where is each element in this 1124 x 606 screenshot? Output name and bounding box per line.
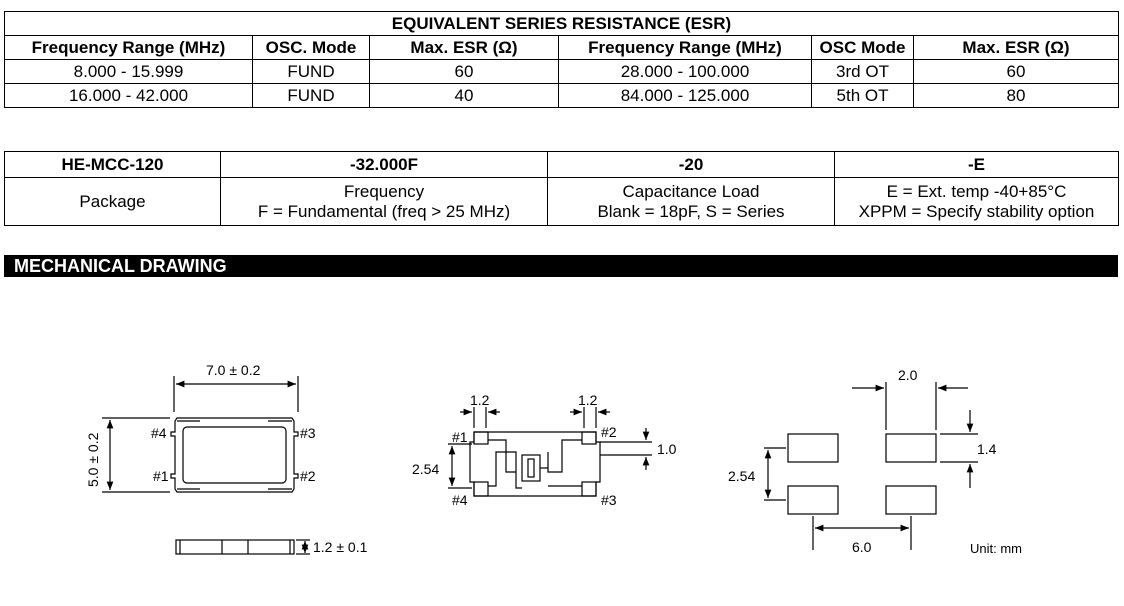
top-view (102, 376, 299, 493)
land-pitch: 2.54 (728, 468, 755, 484)
land-pad-width: 2.0 (898, 367, 918, 383)
pn-capacitance-desc: Capacitance Load Blank = 18pF, S = Serie… (547, 177, 835, 226)
top-pin-3: #3 (300, 425, 316, 441)
top-pin-1: #1 (153, 468, 169, 484)
top-pin-2: #2 (300, 468, 316, 484)
side-view (175, 539, 310, 555)
esr-cell: 28.000 - 100.000 (558, 59, 812, 84)
bottom-pin-4: #4 (452, 492, 468, 508)
esr-header-freq-range: Frequency Range (MHz) (4, 35, 253, 60)
bottom-pin-1: #1 (452, 429, 468, 445)
esr-cell: 3rd OT (811, 59, 914, 84)
land-pad-height: 1.4 (977, 441, 997, 457)
part-number-table: HE-MCC-120 -32.000F -20 -E Package Frequ… (4, 151, 1119, 226)
esr-header-max-esr-2: Max. ESR (Ω) (912, 35, 1120, 60)
esr-cell: 16.000 - 42.000 (4, 83, 253, 108)
unit-label: Unit: mm (970, 541, 1022, 556)
esr-cell: FUND (252, 59, 370, 84)
bottom-pad-gap: 1.0 (657, 441, 677, 457)
esr-cell: 84.000 - 125.000 (558, 83, 812, 108)
top-pin-4: #4 (151, 425, 167, 441)
esr-cell: 5th OT (811, 83, 914, 108)
bottom-pitch: 2.54 (412, 461, 439, 477)
bottom-pad-width-right: 1.2 (578, 392, 598, 408)
pn-frequency-desc: Frequency F = Fundamental (freq > 25 MHz… (220, 177, 548, 226)
pn-capacitance-line1: Capacitance Load (622, 181, 760, 201)
esr-table-title: EQUIVALENT SERIES RESISTANCE (ESR) (3, 11, 1120, 36)
side-height-dim: 1.2 ± 0.1 (313, 539, 368, 555)
bottom-pin-2: #2 (601, 424, 617, 440)
esr-cell: 60 (369, 59, 559, 84)
pn-option-line1: E = Ext. temp -40+85°C (886, 181, 1067, 201)
esr-header-max-esr: Max. ESR (Ω) (369, 35, 559, 60)
table-row: 8.000 - 15.999 FUND 60 28.000 - 100.000 … (4, 59, 1120, 84)
bottom-view (448, 407, 652, 497)
bottom-pin-3: #3 (601, 492, 617, 508)
pn-frequency-line2: F = Fundamental (freq > 25 MHz) (257, 201, 511, 221)
bottom-pad-width-left: 1.2 (470, 392, 490, 408)
pn-option-desc: E = Ext. temp -40+85°C XPPM = Specify st… (834, 177, 1119, 226)
pn-capacitance-line2: Blank = 18pF, S = Series (597, 201, 785, 221)
esr-table: EQUIVALENT SERIES RESISTANCE (ESR) Frequ… (3, 11, 1120, 108)
esr-cell: 60 (912, 59, 1120, 84)
land-span: 6.0 (852, 539, 872, 555)
pn-code-frequency: -32.000F (220, 151, 548, 178)
top-height-dim: 5.0 ± 0.2 (85, 432, 101, 487)
esr-cell: 40 (369, 83, 559, 108)
esr-cell: 80 (912, 83, 1120, 108)
pn-frequency-line1: Frequency (343, 181, 425, 201)
esr-cell: 8.000 - 15.999 (4, 59, 253, 84)
mechanical-drawing-header: MECHANICAL DRAWING (4, 255, 1118, 277)
table-row: 16.000 - 42.000 FUND 40 84.000 - 125.000… (4, 83, 1120, 108)
pn-option-line2: XPPM = Specify stability option (858, 201, 1095, 221)
pn-code-series: HE-MCC-120 (4, 151, 221, 178)
esr-cell: FUND (252, 83, 370, 108)
land-pattern (764, 382, 978, 550)
top-width-dim: 7.0 ± 0.2 (206, 362, 261, 378)
